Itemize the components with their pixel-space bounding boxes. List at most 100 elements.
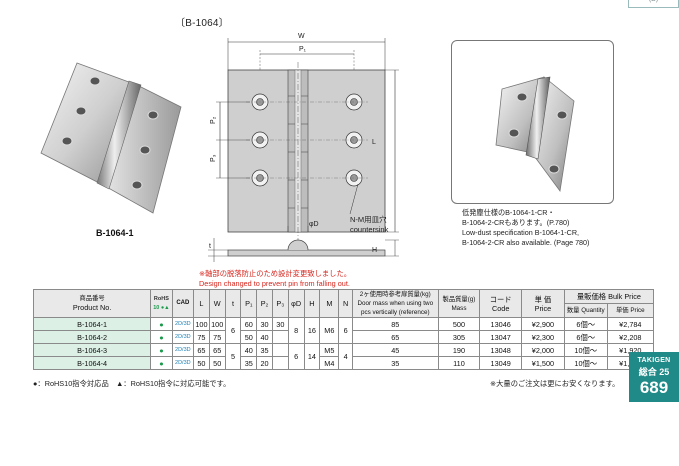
cell-n: 4 [338, 343, 353, 370]
header-code-en: Code [491, 303, 510, 313]
cell-l: 65 [193, 343, 210, 357]
cell-code: 13047 [479, 330, 523, 344]
dim-l-label: L [372, 139, 376, 146]
header-door-mass-en2: pcs vertically (reference) [360, 309, 430, 316]
cell-cad: 2D/3D [171, 330, 195, 344]
warning-en: Design changed to prevent pin from falli… [199, 278, 350, 288]
cell-rohs: ● [150, 356, 173, 370]
header-mass: 製品質量(g) Mass [437, 289, 481, 318]
header-n: N [338, 289, 353, 318]
cell-phid: 8 [287, 317, 305, 344]
cell-door-mass: 65 [351, 330, 439, 344]
cell-qty: 10個～ [563, 356, 608, 370]
cell-n: 6 [338, 317, 353, 344]
header-m: M [319, 289, 340, 318]
table-subheader-row: 数量 Quantity 単価 Price [34, 303, 655, 318]
note-line: B-1064-2-CRもあります。(P.780) [462, 218, 570, 227]
spec-table: 商品番号 Product No. RoHS 10 ●▲ CAD L W t P₁… [32, 289, 655, 370]
catalog-section: 総合 25 [638, 367, 670, 377]
note-line: 低発塵仕様のB-1064-1-CR・ [462, 208, 555, 217]
header-product: 商品番号 Product No. [32, 289, 152, 318]
header-p1: P₁ [240, 289, 258, 318]
cell-product: B-1064-2 [32, 330, 152, 344]
cell-rohs: ● [150, 330, 173, 344]
cell-l: 75 [193, 330, 210, 344]
cell-t: 6 [224, 317, 242, 344]
cell-code: 13046 [479, 317, 523, 331]
cell-w: 65 [208, 343, 226, 357]
cell-price: ¥2,300 [521, 330, 565, 344]
dim-p3-label: P₃ [210, 154, 217, 162]
cell-mass: 500 [437, 317, 481, 331]
dim-t-label: t [209, 243, 211, 250]
header-unit-price-en: Price [534, 303, 552, 313]
cell-product: B-1064-3 [32, 343, 152, 357]
cell-p2: 40 [256, 330, 273, 344]
header-p3: P₃ [271, 289, 289, 318]
cell-bulk-price: ¥2,208 [606, 330, 655, 344]
bulk-order-footnote: ※大量のご注文は更にお安くなります。 [490, 379, 620, 388]
header-cad: CAD [171, 289, 195, 318]
cell-qty: 10個～ [563, 343, 608, 357]
cell-m: M6 [319, 317, 340, 344]
brand-name: TAKIGEN [637, 357, 671, 364]
cell-l: 50 [193, 356, 210, 370]
header-phid: φD [287, 289, 305, 318]
cell-qty: 6個～ [563, 317, 608, 331]
header-unit-price-jp: 単 価 [534, 294, 552, 304]
table-header-row: 商品番号 Product No. RoHS 10 ●▲ CAD L W t P₁… [32, 289, 655, 318]
cell-qty: 6個～ [563, 330, 608, 344]
note-line: B-1064-2-CR also available. (Page 780) [462, 238, 590, 247]
cell-h: 16 [303, 317, 321, 344]
table-row: B-1064-1 ● 2D/3D 100 100 6 60 30 30 8 16… [32, 317, 655, 344]
header-bulk-price: 量販価格 Bulk Price [563, 289, 655, 304]
cell-cad: 2D/3D [171, 356, 195, 370]
cell-cad: 2D/3D [171, 317, 195, 331]
cell-h: 14 [303, 343, 321, 370]
cell-p1: 40 [240, 343, 258, 357]
cell-m: M4 [319, 356, 340, 370]
header-qty-jp: 数量 [566, 307, 580, 314]
cell-bulk-price: ¥2,784 [606, 317, 655, 331]
cell-p2: 30 [256, 317, 273, 331]
header-unit-price: 単 価 Price [521, 289, 565, 318]
cell-code: 13049 [479, 356, 523, 370]
corner-tab: (B) [628, 0, 679, 8]
dim-phid-label: φD [309, 221, 319, 228]
cell-price: ¥2,900 [521, 317, 565, 331]
header-rohs: RoHS 10 ●▲ [150, 289, 173, 318]
dim-h-label: H [372, 247, 377, 254]
cell-p3 [271, 343, 289, 357]
cell-mass: 305 [437, 330, 481, 344]
cell-l: 100 [193, 317, 210, 331]
header-door-mass: 2ヶ使用時参考扉質量(kg) Door mass when using two … [351, 289, 439, 318]
cell-p1: 35 [240, 356, 258, 370]
cell-p2: 20 [256, 356, 273, 370]
cr-variant-note: 低発塵仕様のB-1064-1-CR・ B-1064-2-CRもあります。(P.7… [462, 208, 637, 248]
cell-p3 [271, 330, 289, 344]
rohs-footnote: ●：RoHS10指令対応品 ▲：RoHS10指令に対応可能です。 [33, 379, 231, 388]
header-door-mass-jp: 2ヶ使用時参考扉質量(kg) [359, 291, 431, 298]
cell-w: 100 [208, 317, 226, 331]
header-bprice-en: Price [630, 307, 645, 314]
product-label: B-1064-1 [96, 228, 134, 238]
header-product-en: Product No. [72, 303, 112, 312]
design-change-notice: ※軸部の脱落防止のため設計変更致しました。 Design changed to … [199, 269, 351, 288]
cell-m: M5 [319, 343, 340, 357]
cell-mass: 190 [437, 343, 481, 357]
technical-drawing: W P₁ P₂ P₃ L φD N-M用皿穴 c [208, 33, 399, 262]
header-rohs-top: RoHS [153, 295, 169, 302]
drawing-title: 〔B-1064〕 [175, 18, 229, 29]
header-door-mass-en1: Door mass when using two [357, 300, 434, 307]
countersink-en-label: countersink [350, 225, 389, 234]
dim-p2-label: P₂ [210, 116, 217, 124]
cell-rohs: ● [150, 317, 173, 331]
header-mass-jp: 製品質量(g) [442, 295, 476, 303]
cell-p3 [271, 356, 289, 370]
countersink-jp-label: N-M用皿穴 [350, 214, 387, 224]
header-w: W [208, 289, 226, 318]
header-mass-en: Mass [451, 304, 467, 312]
cell-product: B-1064-1 [32, 317, 152, 331]
header-product-jp: 商品番号 [79, 295, 105, 302]
header-code-jp: コード [489, 294, 512, 304]
